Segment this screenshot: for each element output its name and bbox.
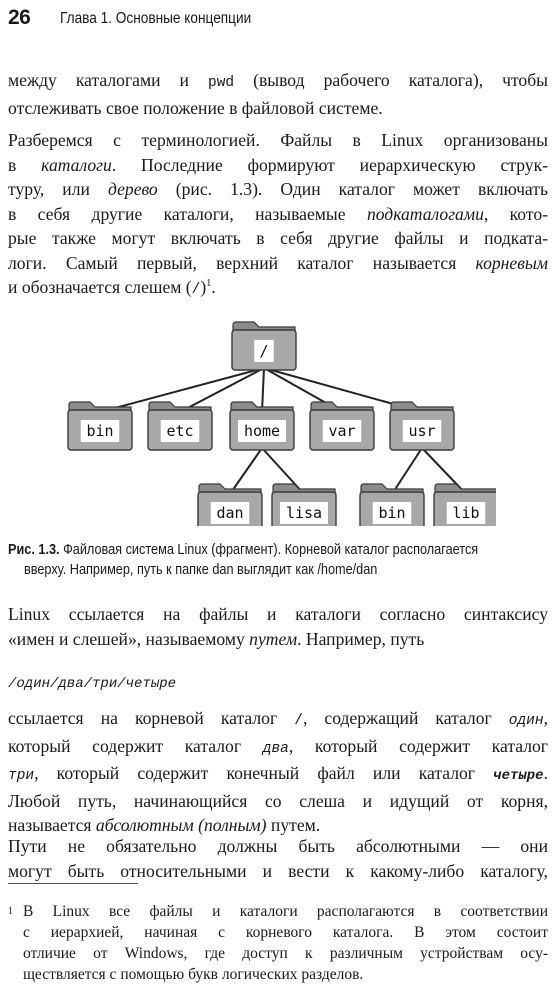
folder-label-bg <box>254 340 274 362</box>
paragraph-4: ссылается на корневой каталог /, содержа… <box>8 706 548 838</box>
folder-label-bg <box>80 420 120 442</box>
code-example-path: /один/два/три/четыре <box>8 676 177 692</box>
folder-usr: usr <box>389 401 455 451</box>
folder-label-bg <box>322 420 362 442</box>
paragraph-3: Linux ссылается на файлы и каталоги согл… <box>8 602 548 651</box>
folder-name: var <box>328 422 355 440</box>
text-line: который содержит каталог два, который со… <box>8 735 548 757</box>
footnote-line: отличие от Windows, где доступ к различн… <box>23 945 548 962</box>
term-emphasis: путем <box>249 628 298 649</box>
chapter-title: Глава 1. Основные концепции <box>60 10 252 27</box>
tree-connector <box>229 447 263 495</box>
folder-name: lib <box>452 504 479 522</box>
tree-connector <box>261 367 265 413</box>
footnote: 1 В Linux все файлы и каталоги располага… <box>8 901 548 985</box>
footnote-line: с иерархией, начиная с корневого каталог… <box>23 924 548 941</box>
folder-name: etc <box>166 422 193 440</box>
text-line: три, который содержит конечный файл или … <box>8 763 548 784</box>
inline-code: четыре <box>493 768 544 784</box>
inline-code: / <box>191 282 201 298</box>
folder-name: bin <box>86 422 113 440</box>
folder-bin: bin <box>67 401 133 451</box>
footnote-line: В Linux все файлы и каталоги располагают… <box>23 903 548 920</box>
folder-label-bg <box>280 502 328 524</box>
text-line: в себя другие каталоги, называемые подка… <box>8 203 548 224</box>
folder-name: dan <box>216 504 243 522</box>
folder-label-bg <box>210 502 250 524</box>
folder-label-bg <box>446 502 486 524</box>
folder-etc: etc <box>147 401 213 451</box>
paragraph-1: между каталогами и pwd (вывод рабочего к… <box>8 68 548 120</box>
text-line: и обозначается слешем (/)1. <box>8 277 216 298</box>
tree-connector <box>99 367 265 413</box>
text-line: между каталогами и pwd (вывод рабочего к… <box>8 70 548 91</box>
footnote-ref: 1 <box>206 278 212 290</box>
folder-label-bg <box>372 502 412 524</box>
term-emphasis: каталоги <box>41 154 112 175</box>
folder-label-bg <box>402 420 442 442</box>
term-emphasis: дерево <box>107 179 158 199</box>
inline-code: / <box>294 713 303 729</box>
folder-name: / <box>259 342 268 360</box>
text-line: «имен и слешей», называемому путем. Напр… <box>8 628 425 649</box>
text-line: могут быть относительными и вести к како… <box>8 860 548 881</box>
term-emphasis: подкаталогами <box>366 203 484 224</box>
filesystem-tree-diagram: / bin etc home var usr dan lisa bin lib <box>67 321 499 533</box>
text-line: Пути не обязательно должны быть абсолютн… <box>8 836 548 856</box>
text-line: отслеживать свое положение в файловой си… <box>8 97 383 118</box>
footnote-mark: 1 <box>8 906 13 917</box>
folder-home-dan: dan <box>197 483 263 533</box>
text-line: ссылается на корневой каталог /, содержа… <box>8 708 548 729</box>
text-line: Разберемся с терминологией. Файлы в Linu… <box>8 130 548 150</box>
inline-code: один <box>508 713 544 729</box>
text-line: называется абсолютным (полным) путем. <box>8 815 321 835</box>
filesystem-tree-figure: / bin etc home var usr dan lisa bin lib <box>60 316 499 533</box>
text-line: логи. Самый первый, верхний каталог назы… <box>8 252 548 273</box>
paragraph-5: Пути не обязательно должны быть абсолютн… <box>8 834 548 883</box>
folder-label-bg <box>238 420 286 442</box>
figure-label: Рис. 1.3. <box>8 542 60 558</box>
folder-home: home <box>229 401 295 451</box>
folder-name: home <box>244 422 280 440</box>
tree-connector <box>391 447 423 495</box>
text-line: рые также могут включать в себя другие ф… <box>8 228 548 248</box>
text-line: в каталоги. Последние формируют иерархич… <box>8 154 548 175</box>
footnote-divider <box>8 883 138 884</box>
inline-code: pwd <box>208 75 235 91</box>
figure-caption: Рис. 1.3. Файловая система Linux (фрагме… <box>8 540 548 580</box>
caption-line: вверху. Например, путь к папке dan выгля… <box>24 562 378 578</box>
root-folder: / <box>231 321 297 371</box>
folder-var: var <box>309 401 375 451</box>
folder-label-bg <box>160 420 200 442</box>
page-number: 26 <box>8 6 31 29</box>
term-emphasis: корневым <box>475 252 548 273</box>
footnote-line: ществляется с помощью букв логических ра… <box>23 966 364 983</box>
text-line: туру, или дерево (рис. 1.3). Один катало… <box>8 179 548 199</box>
folder-usr-bin: bin <box>359 483 425 533</box>
folder-name: lisa <box>286 504 322 522</box>
text-line: Любой путь, начинающийся со слеша и идущ… <box>8 790 548 811</box>
tree-connector <box>179 367 265 413</box>
folder-name: bin <box>378 504 405 522</box>
inline-code: три <box>8 768 35 784</box>
paragraph-2: Разберемся с терминологией. Файлы в Linu… <box>8 128 548 303</box>
term-emphasis: абсолютным (полным) <box>95 815 267 835</box>
folder-usr-lib: lib <box>433 483 499 533</box>
text-line: Linux ссылается на файлы и каталоги согл… <box>8 604 548 624</box>
folder-home-lisa: lisa <box>271 483 337 533</box>
inline-code: два <box>262 740 289 757</box>
folder-name: usr <box>408 422 435 440</box>
caption-line: Рис. 1.3. Файловая система Linux (фрагме… <box>8 542 479 558</box>
